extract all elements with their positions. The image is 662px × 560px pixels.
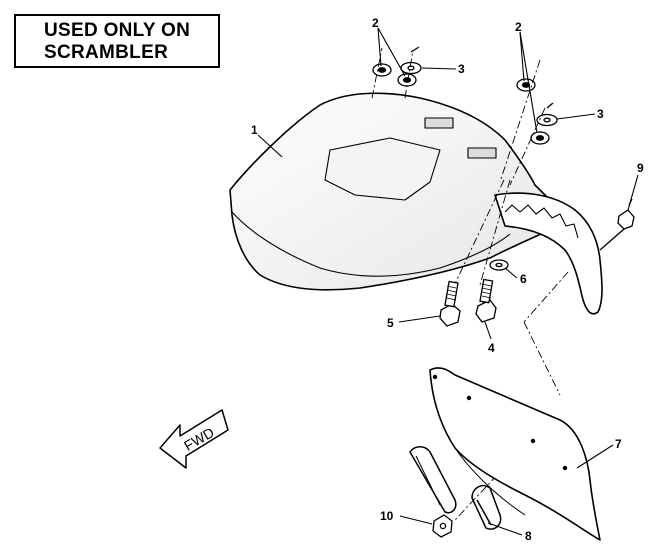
callout-2-left: 2 [372, 16, 379, 30]
washer-left [400, 46, 422, 75]
nut-part-10 [432, 514, 453, 538]
callout-4: 4 [488, 341, 495, 355]
callout-3-left: 3 [458, 62, 465, 76]
grommet-right-a [516, 78, 536, 92]
fwd-arrow: FWD [159, 409, 229, 469]
callout-6: 6 [520, 272, 527, 286]
bolt-part-5 [439, 280, 461, 327]
washer-part-6 [489, 259, 509, 271]
washer-right [536, 102, 558, 127]
note-line-1: USED ONLY ON [44, 20, 191, 41]
note-line-2: SCRAMBLER [44, 42, 169, 63]
callout-10: 10 [380, 509, 394, 523]
grommet-left-b [397, 73, 417, 87]
callout-9: 9 [637, 161, 644, 175]
bracket-part-8 [409, 446, 457, 514]
callout-3-right: 3 [597, 107, 604, 121]
screw-part-9 [599, 198, 635, 251]
grommet-left-a [372, 63, 392, 77]
bracket-hook [471, 484, 502, 530]
callout-2-right: 2 [515, 20, 522, 34]
scrambler-note-box: USED ONLY ON SCRAMBLER [14, 14, 220, 68]
license-plate-bracket [429, 367, 601, 541]
callout-8: 8 [525, 529, 532, 543]
callout-1: 1 [251, 123, 258, 137]
bolt-part-4 [475, 278, 497, 323]
callout-5: 5 [387, 316, 394, 330]
fender-tail-flap [494, 192, 603, 315]
rear-fender [229, 92, 561, 291]
leader-lines [257, 27, 639, 536]
callout-labels: 1 2 2 3 3 4 5 6 7 8 9 10 [251, 16, 644, 543]
callout-7: 7 [615, 437, 622, 451]
